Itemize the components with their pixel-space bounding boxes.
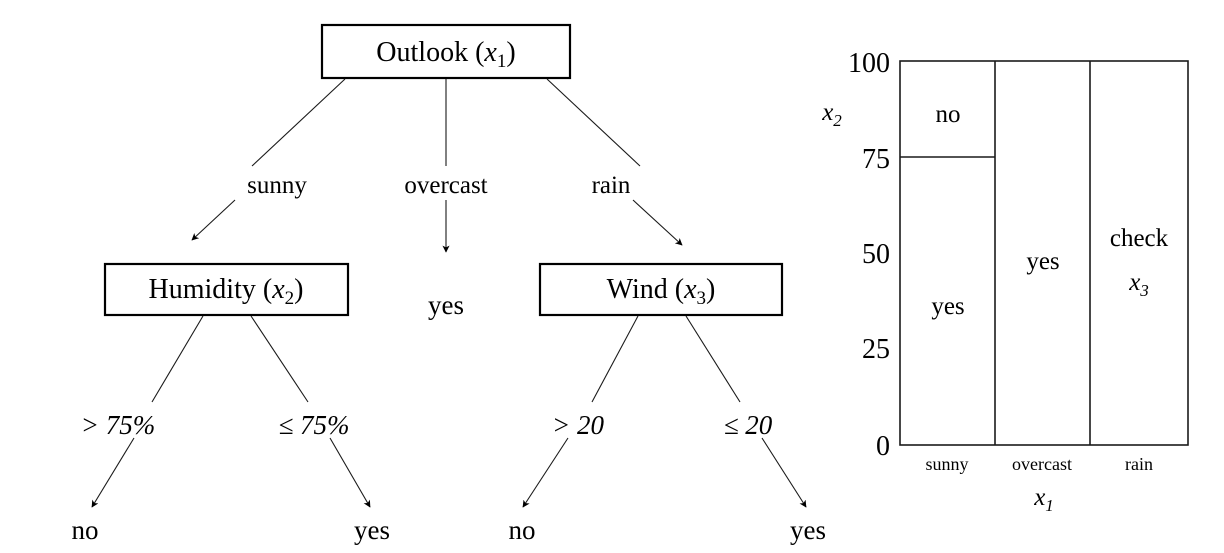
wind-label: Wind (x3) (607, 274, 716, 309)
edge-root-sunny-upper (251, 78, 346, 167)
ytick-100: 100 (848, 48, 890, 79)
leaf-humidity-no: no (72, 515, 99, 545)
ytick-25: 25 (862, 334, 890, 365)
outlook-label: Outlook (x1) (376, 37, 515, 72)
ytick-50: 50 (862, 239, 890, 270)
edge-label-rain: rain (592, 172, 631, 199)
ytick-0: 0 (876, 431, 890, 462)
edge-wind-gt-lower (522, 437, 569, 508)
xtick-sunny: sunny (925, 454, 968, 474)
leaf-overcast-yes: yes (428, 290, 464, 320)
ytick-75: 75 (862, 144, 890, 175)
edge-humidity-gt-upper (151, 315, 204, 403)
edge-wind-le-upper (685, 315, 741, 403)
edge-wind-gt-upper (591, 315, 639, 403)
xtick-rain: rain (1125, 454, 1153, 474)
edge-label-humidity-le: ≤ 75% (278, 410, 349, 440)
region-label-sunny-yes: yes (931, 293, 964, 320)
edge-humidity-le-upper (250, 315, 309, 403)
leaf-humidity-yes: yes (354, 515, 390, 545)
edge-wind-le-lower (761, 437, 807, 508)
edge-label-wind-gt: > 20 (552, 410, 604, 440)
humidity-label: Humidity (x2) (149, 274, 304, 309)
edge-root-rain-upper (546, 78, 641, 167)
leaf-wind-yes: yes (790, 515, 826, 545)
edge-humidity-le-lower (329, 437, 371, 508)
decision-tree: Outlook (x1) sunny overcast rain Humidit… (72, 23, 826, 545)
xtick-overcast: overcast (1012, 454, 1072, 474)
chart-xlabel: x1 (1033, 484, 1054, 515)
leaf-wind-no: no (509, 515, 536, 545)
edge-label-wind-le: ≤ 20 (724, 410, 773, 440)
region-label-overcast-yes: yes (1026, 248, 1059, 275)
chart-plot-frame (899, 60, 1189, 446)
outlook-box (320, 23, 572, 80)
tree-node-humidity[interactable]: Humidity (x2) (103, 262, 350, 317)
edge-root-rain-lower (632, 199, 683, 246)
edge-label-overcast: overcast (404, 172, 487, 199)
chart-ylabel: x2 (821, 99, 842, 130)
tree-node-outlook[interactable]: Outlook (x1) (320, 23, 572, 80)
edge-label-humidity-gt: > 75% (81, 410, 155, 440)
edge-label-sunny: sunny (247, 172, 307, 199)
region-label-rain-check: check (1110, 225, 1169, 252)
partition-chart: 100 75 50 25 0 x2 no yes yes check x3 su… (821, 48, 1189, 515)
tree-node-wind[interactable]: Wind (x3) (538, 262, 784, 317)
wind-box (538, 262, 784, 317)
edge-humidity-gt-lower (91, 437, 135, 508)
region-label-sunny-no: no (936, 101, 961, 128)
edge-root-sunny-lower (191, 199, 236, 241)
humidity-box (103, 262, 350, 317)
region-label-rain-var: x3 (1128, 269, 1149, 300)
